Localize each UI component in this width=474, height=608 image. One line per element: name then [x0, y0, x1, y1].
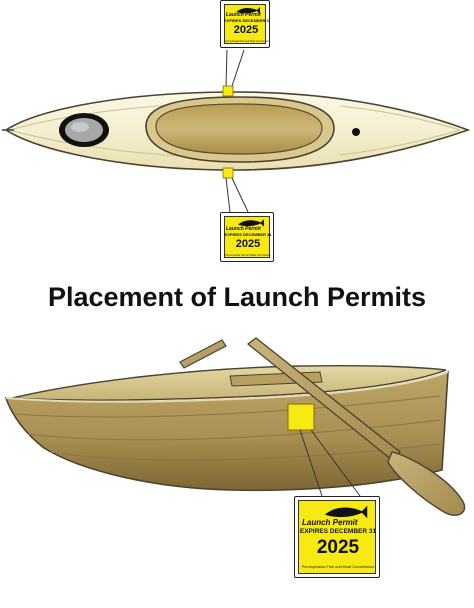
permit-expires: EXPIRES DECEMBER 31 [224, 18, 270, 23]
permit-sticker-kayak-bottom: Launch Permit EXPIRES DECEMBER 31 2025 P… [220, 212, 274, 262]
kayak-permit-spot-top [222, 85, 234, 97]
permit-sticker-rowboat: Launch Permit EXPIRES DECEMBER 31 2025 P… [294, 496, 380, 578]
kayak-permit-spot-bottom [222, 167, 234, 179]
permit-commission: Pennsylvania Fish and Boat Commission [301, 564, 375, 569]
front-oar-blade [387, 451, 466, 516]
permit-expires: EXPIRES DECEMBER 31 [224, 232, 272, 237]
permit-heading: Launch Permit [226, 226, 261, 232]
kayak [2, 49, 471, 213]
rear-oar [179, 339, 227, 369]
rowboat-permit-spot [287, 403, 315, 431]
permit-commission: Pennsylvania Fish and Boat Commission [225, 254, 271, 257]
permit-year: 2025 [233, 24, 259, 36]
front-oar-shaft [246, 337, 401, 461]
permit-expires: EXPIRES DECEMBER 31 [299, 528, 377, 535]
bow-fitting [352, 128, 360, 136]
page-title: Placement of Launch Permits [47, 282, 427, 312]
permit-heading: Launch Permit [302, 518, 358, 527]
rowboat-interior [11, 364, 447, 401]
fish-logo-icon [236, 7, 260, 14]
permit-sticker-kayak-top: Launch Permit EXPIRES DECEMBER 31 2025 P… [220, 0, 270, 48]
permit-commission: Pennsylvania Fish and Boat Commission [224, 40, 270, 43]
permit-year: 2025 [235, 238, 261, 250]
kayak-cockpit [155, 103, 323, 155]
fish-logo-icon [324, 505, 368, 519]
fish-logo-icon [238, 219, 264, 227]
permit-year: 2025 [316, 537, 360, 558]
rowboat [4, 337, 466, 516]
permit-heading: Launch Permit [226, 12, 261, 18]
